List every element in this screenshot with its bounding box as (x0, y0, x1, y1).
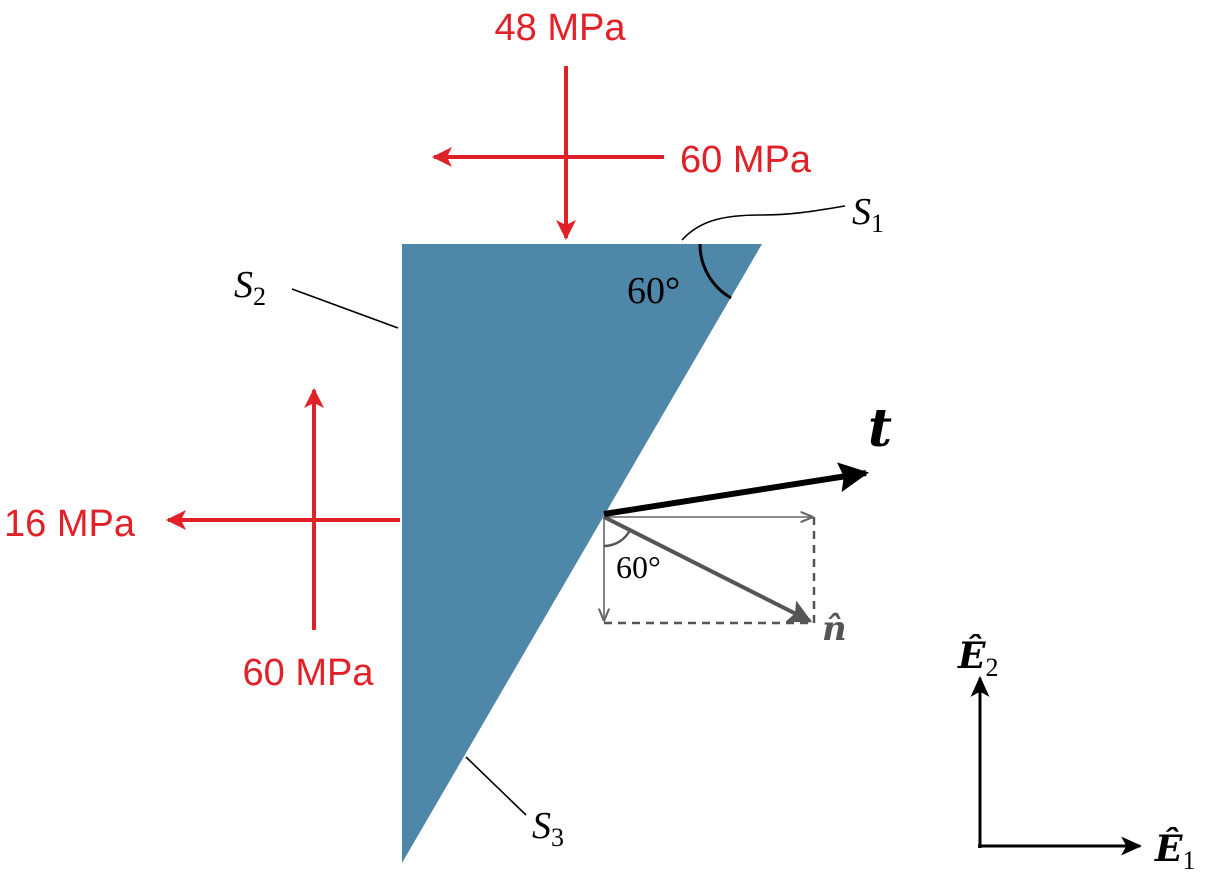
left-normal-label: 16 MPa (4, 503, 136, 545)
surface-1-leader (681, 205, 846, 241)
surface-2-leader (291, 288, 399, 329)
surface-3-label: S3 (532, 805, 564, 852)
basis-e2-label: Ê2 (957, 635, 998, 682)
surface-2-label: S2 (234, 264, 266, 311)
wedge-body (402, 244, 762, 863)
top-shear-label: 60 MPa (680, 139, 812, 181)
normal-vector-arrow (603, 515, 813, 623)
normal-angle-label: 60° (616, 549, 661, 585)
basis-e1-label: Ê1 (1154, 828, 1195, 873)
surface-1-label: S1 (852, 191, 884, 238)
normal-vector-label: n̂ (822, 609, 847, 649)
left-shear-label: 60 MPa (243, 652, 375, 694)
traction-vector-label: t (868, 398, 892, 459)
traction-vector-arrow (603, 462, 869, 517)
normal-angle-arc (603, 529, 632, 548)
top-normal-label: 48 MPa (495, 7, 627, 49)
top-angle-label: 60° (627, 270, 680, 312)
top-angle-arc (698, 243, 732, 300)
surface-3-leader (465, 756, 527, 816)
